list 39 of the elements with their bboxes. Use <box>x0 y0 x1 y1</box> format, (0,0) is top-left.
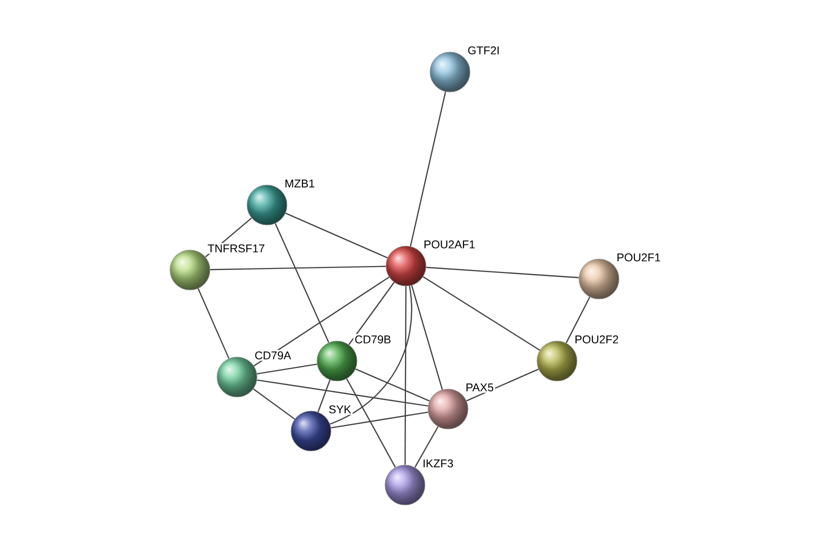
node-label: POU2AF1 <box>422 239 477 250</box>
node-label: CD79A <box>253 350 292 361</box>
node-label: TNFRSF17 <box>206 243 266 254</box>
interaction-line <box>330 412 428 428</box>
node-label: IKZF3 <box>421 458 455 469</box>
interaction-line <box>348 282 395 345</box>
node-label: POU2F2 <box>573 334 620 345</box>
interaction-line <box>198 288 230 359</box>
protein-node <box>246 184 288 226</box>
interaction-line <box>253 388 295 420</box>
interaction-line <box>254 276 390 366</box>
node-label: SYK <box>327 404 353 415</box>
node-label: GTF2I <box>466 45 502 56</box>
interaction-line <box>422 276 540 351</box>
protein-node <box>384 464 426 506</box>
interaction-line <box>256 364 318 374</box>
protein-node <box>578 258 620 300</box>
interaction-line <box>346 378 396 468</box>
interaction-line <box>411 285 443 390</box>
interaction-line <box>330 286 412 425</box>
interaction-line <box>404 286 406 465</box>
interaction-line <box>256 379 428 407</box>
interaction-line <box>274 223 330 343</box>
node-label: PAX5 <box>464 382 496 393</box>
node-label: CD79B <box>353 334 392 345</box>
interaction-line <box>426 266 579 278</box>
interaction-line <box>210 266 386 270</box>
protein-node <box>386 246 426 286</box>
interaction-line <box>355 368 430 402</box>
node-label: POU2F1 <box>615 252 662 263</box>
interaction-line <box>466 368 539 402</box>
interaction-line <box>318 380 330 412</box>
protein-node <box>536 340 578 382</box>
node-label: MZB1 <box>283 178 316 189</box>
interaction-line <box>410 92 446 246</box>
interaction-line <box>566 296 590 344</box>
interaction-line <box>414 426 439 468</box>
interaction-line <box>285 212 388 258</box>
protein-node <box>428 388 468 430</box>
